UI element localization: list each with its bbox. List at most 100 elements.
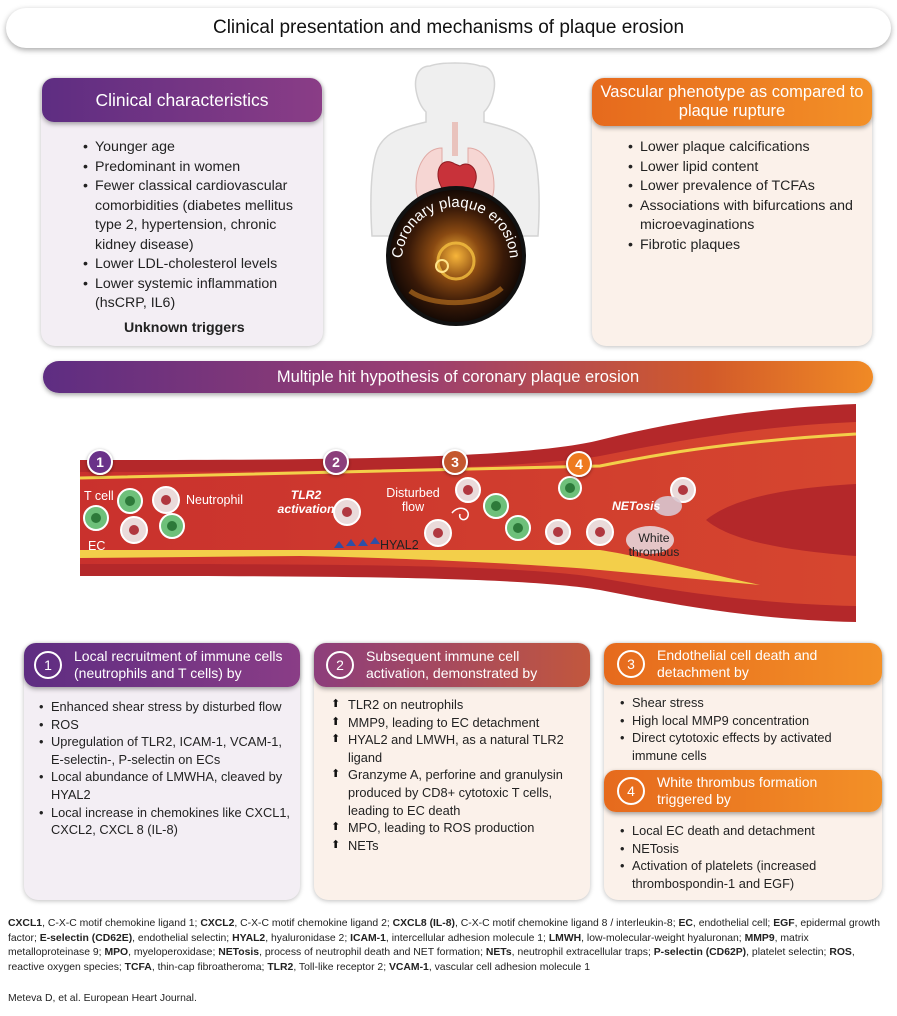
citation: Meteva D, et al. European Heart Journal. — [8, 993, 197, 1004]
abbrev-term: VCAM-1 — [388, 961, 429, 973]
phenotype-header: Vascular phenotype as compared to plaque… — [592, 78, 872, 126]
box-2-number: 2 — [326, 651, 354, 679]
box-4-number: 4 — [617, 777, 645, 805]
box-4-header: 4 White thrombus formation triggered by — [604, 770, 882, 812]
box-2-title: Subsequent immune cell activation, demon… — [366, 648, 538, 681]
vessel-marker-2: 2 — [323, 449, 349, 475]
abbrev-definition: , C-X-C motif chemokine ligand 2; — [234, 918, 393, 929]
vessel-marker-1: 1 — [87, 449, 113, 475]
list-item: Lower prevalence of TCFAs — [627, 177, 857, 197]
list-item: Predominant in women — [82, 158, 307, 178]
list-item: Local abundance of LMWHA, cleaved by HYA… — [38, 768, 293, 803]
box-1-title: Local recruitment of immune cells (neutr… — [74, 648, 283, 681]
neutrophil-label: Neutrophil — [186, 493, 243, 507]
list-item: Upregulation of TLR2, ICAM-1, VCAM-1, E-… — [38, 733, 293, 768]
oct-image-circle — [386, 186, 526, 326]
list-item: Activation of platelets (increased throm… — [619, 857, 874, 892]
abbrev-definition: , thin-cap fibroatheroma; — [151, 961, 268, 973]
abbrev-term: TLR2 — [267, 961, 294, 973]
box-3-list: Shear stressHigh local MMP9 concentratio… — [619, 694, 874, 764]
list-item: Lower plaque calcifications — [627, 138, 857, 158]
citation-text: Meteva D, et al. European Heart Journal. — [8, 993, 197, 1004]
white-thrombus-label: White thrombus — [628, 531, 680, 559]
abbrev-definition: , epidermal growth factor; — [8, 918, 881, 944]
abbrev-definition: , hyaluronidase 2; — [265, 932, 351, 944]
list-item: Direct cytotoxic effects by activated im… — [619, 729, 874, 764]
list-item: Local increase in chemokines like CXCL1,… — [38, 804, 293, 839]
clinical-list: Younger agePredominant in womenFewer cla… — [82, 138, 307, 314]
list-item: Shear stress — [619, 694, 874, 712]
list-item: ROS — [38, 716, 293, 734]
abbrev-term: ICAM-1 — [350, 932, 386, 944]
abbrev-definition: , C-X-C motif chemokine ligand 1; — [42, 918, 201, 929]
list-item: Lower LDL-cholesterol levels — [82, 255, 307, 275]
hypothesis-banner: Multiple hit hypothesis of coronary plaq… — [43, 361, 873, 393]
list-item: High local MMP9 concentration — [619, 712, 874, 730]
box-3-header: 3 Endothelial cell death and detachment … — [604, 643, 882, 685]
t-cell-label: T cell — [84, 489, 114, 503]
box-1-number: 1 — [34, 651, 62, 679]
tlr2-label: TLR2 activation — [277, 488, 335, 516]
body-illustration: Coronary plaque erosion — [370, 62, 540, 326]
list-item: Associations with bifurcations and micro… — [627, 197, 857, 236]
abbrev-term: MMP9 — [744, 932, 775, 944]
abbrev-term: LMWH — [548, 932, 582, 944]
unknown-triggers: Unknown triggers — [124, 320, 245, 336]
abbrev-definition: , vascular cell adhesion molecule 1 — [428, 961, 590, 973]
plaque-band — [80, 550, 760, 585]
abbrev-definition: , neutrophil extracellular traps; — [511, 947, 654, 959]
abbreviations-footnote: CXCL1, C-X-C motif chemokine ligand 1; C… — [8, 917, 893, 975]
neutrophil-icons — [120, 477, 696, 547]
vessel-marker-3: 3 — [442, 449, 468, 475]
list-item: HYAL2 and LMWH, as a natural TLR2 ligand — [331, 731, 581, 766]
abbrev-term: EC — [678, 918, 693, 929]
abbrev-definition: , endothelial cell; — [692, 918, 774, 929]
abbrev-definition: , myeloperoxidase; — [128, 947, 219, 959]
list-item: TLR2 on neutrophils — [331, 696, 581, 714]
list-item: Lower lipid content — [627, 158, 857, 178]
page-title: Clinical presentation and mechanisms of … — [6, 8, 891, 48]
abbrev-term: MPO — [104, 947, 129, 959]
abbrev-definition: , process of neutrophil death and NET fo… — [259, 947, 486, 959]
box-1-header: 1 Local recruitment of immune cells (neu… — [24, 643, 300, 687]
abbrev-term: P-selectin (CD62P) — [653, 947, 747, 959]
abbrev-term: CXCL8 (IL-8) — [392, 918, 455, 929]
thrombus-icon — [626, 496, 682, 554]
box-1-list: Enhanced shear stress by disturbed flowR… — [38, 698, 293, 839]
list-item: Granzyme A, perforine and granulysin pro… — [331, 766, 581, 819]
abbrev-term: ROS — [829, 947, 852, 959]
abbrev-definition: , endothelial selectin; — [132, 932, 233, 944]
abbrev-definition: , low-molecular-weight hyaluronan; — [581, 932, 745, 944]
box-3-title: Endothelial cell death and detachment by — [657, 647, 818, 680]
vessel-marker-4: 4 — [566, 451, 592, 477]
box-4-list: Local EC death and detachmentNETosisActi… — [619, 822, 874, 892]
abbrev-definition: , C-X-C motif chemokine ligand 8 / inter… — [454, 918, 679, 929]
abbrev-term: NETs — [485, 947, 512, 959]
abbrev-term: EGF — [773, 918, 795, 929]
disturbed-flow-label: Disturbed flow — [386, 486, 440, 514]
list-item: MMP9, leading to EC detachment — [331, 714, 581, 732]
phenotype-list: Lower plaque calcificationsLower lipid c… — [627, 138, 857, 255]
box-4-title: White thrombus formation triggered by — [657, 774, 818, 807]
abbrev-term: E-selectin (CD62E) — [39, 932, 133, 944]
abbrev-term: CXCL2 — [200, 918, 235, 929]
clinical-header: Clinical characteristics — [42, 78, 322, 122]
vessel-illustration — [79, 404, 857, 622]
disturbed-flow-arrow — [451, 507, 469, 521]
abbrev-term: CXCL1 — [8, 918, 43, 929]
trachea-icon — [452, 122, 458, 156]
list-item: Local EC death and detachment — [619, 822, 874, 840]
abbrev-definition: , platelet selectin; — [746, 947, 830, 959]
box-2-list: TLR2 on neutrophilsMMP9, leading to EC d… — [331, 696, 581, 854]
abbrev-definition: , intercellular adhesion molecule 1; — [385, 932, 549, 944]
netosis-label: NETosis — [612, 499, 661, 513]
abbrev-definition: , reactive oxygen species; — [8, 947, 855, 973]
t-cell-icons — [83, 476, 582, 541]
abbrev-definition: , Toll-like receptor 2; — [293, 961, 389, 973]
list-item: NETs — [331, 837, 581, 855]
abbrev-term: NETosis — [218, 947, 260, 959]
box-3-number: 3 — [617, 650, 645, 678]
ec-label: EC — [88, 539, 106, 553]
list-item: Enhanced shear stress by disturbed flow — [38, 698, 293, 716]
list-item: Fibrotic plaques — [627, 236, 857, 256]
